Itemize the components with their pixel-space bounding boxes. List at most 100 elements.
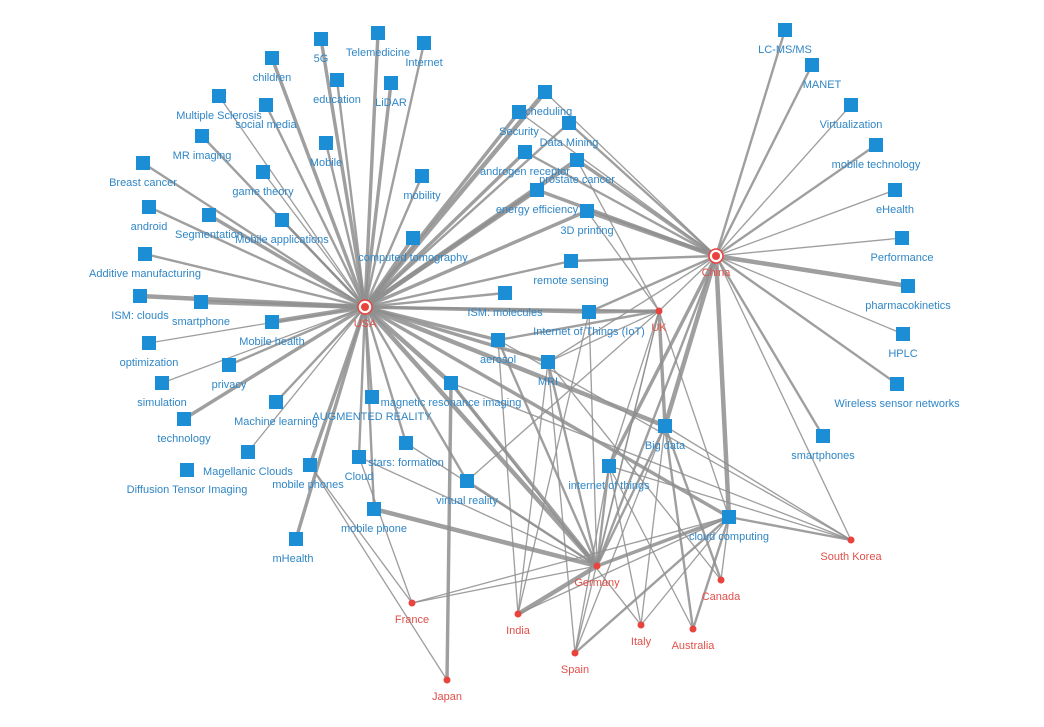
country-label-france: France (395, 614, 429, 626)
keyword-node-smartphones[interactable] (816, 429, 830, 443)
keyword-node-remote-sensing[interactable] (564, 254, 578, 268)
keyword-node-augmented-reality[interactable] (365, 390, 379, 404)
keyword-node-security[interactable] (512, 105, 526, 119)
keyword-node-hplc[interactable] (896, 327, 910, 341)
country-node-india[interactable] (514, 610, 522, 618)
keyword-node-ehealth[interactable] (888, 183, 902, 197)
keyword-node-mobile-phones[interactable] (303, 458, 317, 472)
keyword-node-optimization[interactable] (142, 336, 156, 350)
keyword-node-segmentation[interactable] (202, 208, 216, 222)
keyword-node-breast-cancer[interactable] (136, 156, 150, 170)
keyword-label-internet-of-things-iot: Internet of Things (IoT) (533, 326, 645, 338)
keyword-node-performance[interactable] (895, 231, 909, 245)
edge-china-hplc (715, 255, 904, 335)
keyword-node-mobile-phone[interactable] (367, 502, 381, 516)
keyword-node-cloud[interactable] (352, 450, 366, 464)
edge-uk-mri (547, 310, 660, 363)
keyword-node-education[interactable] (330, 73, 344, 87)
keyword-node-virtualization[interactable] (844, 98, 858, 112)
keyword-node-big-data[interactable] (658, 419, 672, 433)
keyword-label-hplc: HPLC (888, 348, 917, 360)
country-node-china[interactable] (708, 248, 724, 264)
keyword-node-ism-clouds[interactable] (133, 289, 147, 303)
edge-uk-prostate-cancer (576, 159, 660, 312)
keyword-node-simulation[interactable] (155, 376, 169, 390)
edge-china-lc-ms-ms (714, 28, 787, 258)
keyword-node-ism-molecules[interactable] (498, 286, 512, 300)
keyword-node-internet-of-things-iot[interactable] (582, 305, 596, 319)
edge-spain-cloud-computing (573, 515, 731, 655)
keyword-node-additive-manufacturing[interactable] (138, 247, 152, 261)
keyword-node-machine-learning[interactable] (269, 395, 283, 409)
keyword-node-mr-imaging[interactable] (195, 129, 209, 143)
country-node-spain[interactable] (571, 649, 579, 657)
keyword-node-android[interactable] (142, 200, 156, 214)
edge-uk-aerosol (496, 309, 661, 342)
keyword-node-magnetic-resonance-imaging[interactable] (444, 376, 458, 390)
keyword-node-wireless-sensor-networks[interactable] (890, 377, 904, 391)
country-label-canada: Canada (702, 591, 741, 603)
edge-usa-mobility (363, 174, 424, 309)
edge-south-korea-big-data (664, 425, 852, 541)
keyword-node-lidar[interactable] (384, 76, 398, 90)
keyword-node-mobile-technology[interactable] (869, 138, 883, 152)
country-node-italy[interactable] (637, 621, 645, 629)
country-node-japan[interactable] (443, 676, 451, 684)
country-node-dot (655, 307, 663, 315)
edge-japan-magnetic-resonance-imaging (445, 381, 453, 682)
keyword-node-children[interactable] (265, 51, 279, 65)
keyword-node-mobile-applications[interactable] (275, 213, 289, 227)
keyword-node-lc-ms-ms[interactable] (778, 23, 792, 37)
keyword-node-computed-tomography[interactable] (406, 231, 420, 245)
keyword-label-machine-learning: Machine learning (234, 416, 318, 428)
keyword-node-scheduling[interactable] (538, 85, 552, 99)
keyword-node-androgen-receptor[interactable] (518, 145, 532, 159)
edge-uk-big-data (657, 309, 667, 428)
keyword-node-stars-formation[interactable] (399, 436, 413, 450)
edge-china-performance (715, 237, 903, 257)
keyword-node-mobile[interactable] (319, 136, 333, 150)
keyword-node-5g[interactable] (314, 32, 328, 46)
country-node-usa[interactable] (357, 299, 373, 315)
keyword-label-remote-sensing: remote sensing (533, 275, 608, 287)
keyword-node-mobility[interactable] (415, 169, 429, 183)
keyword-node-telemedicine[interactable] (371, 26, 385, 40)
keyword-node-internet[interactable] (417, 36, 431, 50)
country-node-canada[interactable] (717, 576, 725, 584)
edge-china-uk (658, 255, 717, 312)
keyword-node-mri[interactable] (541, 355, 555, 369)
country-node-france[interactable] (408, 599, 416, 607)
country-node-australia[interactable] (689, 625, 697, 633)
keyword-node-mhealth[interactable] (289, 532, 303, 546)
keyword-node-privacy[interactable] (222, 358, 236, 372)
keyword-node-prostate-cancer[interactable] (570, 153, 584, 167)
keyword-node-aerosol[interactable] (491, 333, 505, 347)
keyword-label-mobile-technology: mobile technology (832, 159, 921, 171)
keyword-node-virtual-reality[interactable] (460, 474, 474, 488)
edge-canada-mri (547, 361, 722, 581)
country-node-south-korea[interactable] (847, 536, 855, 544)
edge-china-remote-sensing (569, 254, 718, 263)
keyword-node-mobile-health[interactable] (265, 315, 279, 329)
keyword-node-3d-printing[interactable] (580, 204, 594, 218)
keyword-label-big-data: Big data (645, 440, 686, 452)
edge-uk-virtual-reality (466, 310, 660, 482)
keyword-node-cloud-computing[interactable] (722, 510, 736, 524)
keyword-node-energy-efficiency[interactable] (530, 183, 544, 197)
keyword-node-data-mining[interactable] (562, 116, 576, 130)
country-node-uk[interactable] (655, 307, 663, 315)
keyword-node-smartphone[interactable] (194, 295, 208, 309)
keyword-node-game-theory[interactable] (256, 165, 270, 179)
keyword-node-social-media[interactable] (259, 98, 273, 112)
keyword-label-stars-formation: stars: formation (368, 457, 444, 469)
keyword-node-magellanic-clouds[interactable] (241, 445, 255, 459)
keyword-node-pharmacokinetics[interactable] (901, 279, 915, 293)
keyword-node-diffusion-tensor-imaging[interactable] (180, 463, 194, 477)
keyword-node-manet[interactable] (805, 58, 819, 72)
country-node-germany[interactable] (593, 562, 601, 570)
keyword-node-internet-of-things[interactable] (602, 459, 616, 473)
keyword-node-technology[interactable] (177, 412, 191, 426)
keyword-node-multiple-sclerosis[interactable] (212, 89, 226, 103)
